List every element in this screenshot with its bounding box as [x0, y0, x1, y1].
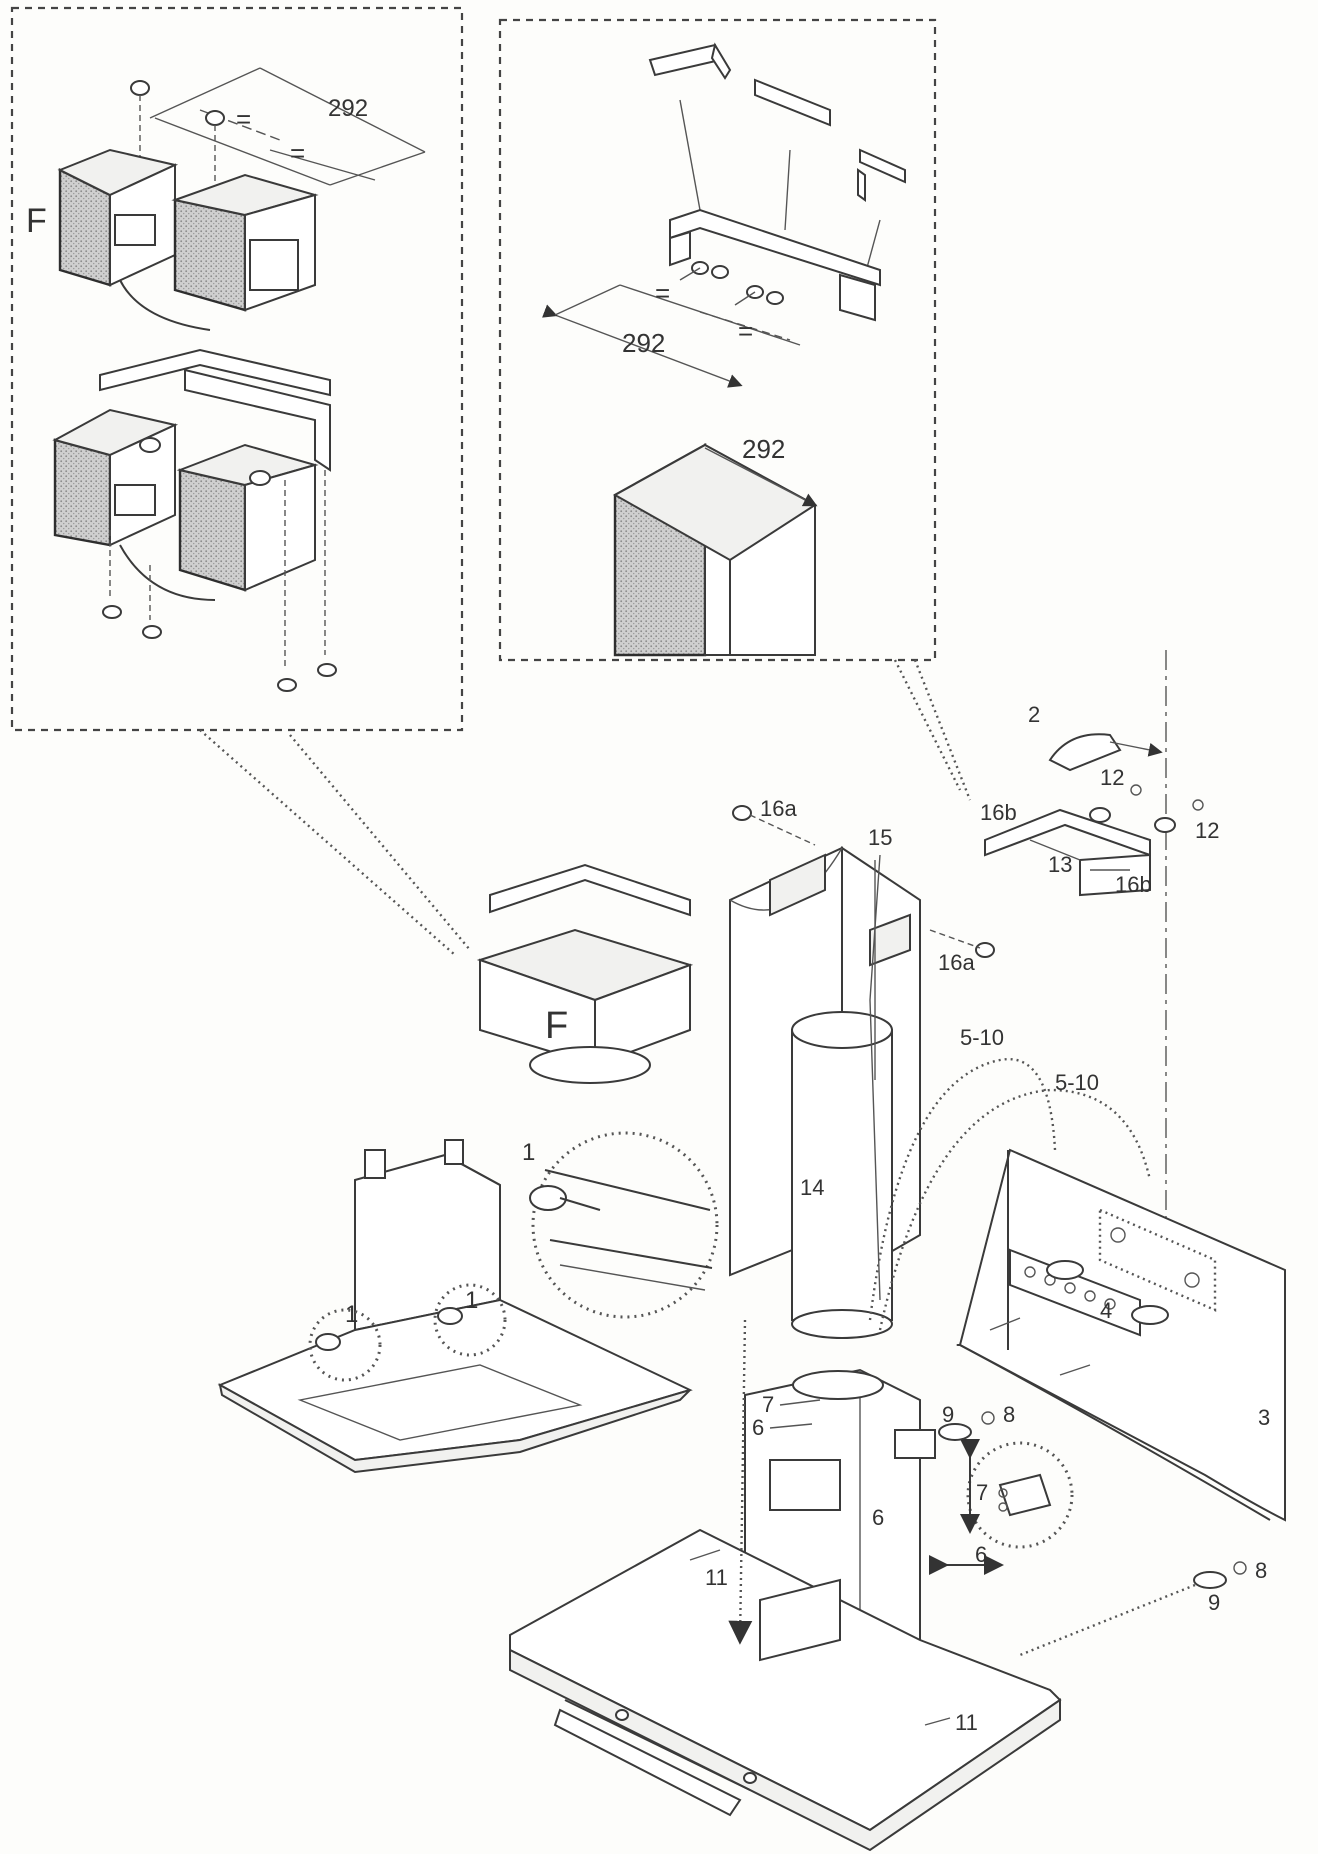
part-3-label: 3 [1258, 1405, 1270, 1430]
part-9-label: 9 [942, 1402, 954, 1427]
bracket-assembled [669, 208, 881, 322]
equal-mark: = [290, 138, 305, 168]
leader-line [199, 729, 456, 956]
zoom-detail-6-7: 7 6 [929, 1439, 1074, 1575]
step-1-label: 1 [522, 1139, 535, 1166]
part-16a-label: 16a [760, 796, 797, 821]
filter-box-upper: F [26, 148, 319, 331]
power-cable [869, 854, 881, 1301]
chimney-section: 292 [612, 434, 818, 657]
part-8-label: 8 [1003, 1402, 1015, 1427]
part-15-label: 15 [868, 825, 892, 850]
part-8-label: 8 [1255, 1558, 1267, 1583]
wall-panel: 4 3 [956, 1148, 1286, 1522]
equal-mark: = [738, 316, 753, 346]
main-hood: 11 11 [509, 1368, 1062, 1852]
screw-icon: 16a 16a [732, 796, 995, 975]
part-13-label: 13 [1048, 852, 1072, 877]
part-16b-label: 16b [1115, 872, 1152, 897]
step-5-10-label: 5-10 [960, 1025, 1004, 1050]
bracket-parts [648, 42, 906, 276]
chimney-detail-panel: 292 = = 292 [498, 18, 937, 662]
screw-icon [130, 80, 225, 190]
part-11-label: 11 [955, 1710, 978, 1735]
part-16b-label: 16b [980, 800, 1017, 825]
assembly-path-5-10: 5-10 5-10 [868, 1025, 1152, 1331]
part-6-label: 6 [872, 1505, 884, 1530]
chimney-upper: 14 [729, 846, 921, 1339]
dimension-292-left: 292 = = [149, 67, 426, 186]
filter-letter-f: F [26, 202, 47, 240]
equal-mark: = [236, 104, 251, 134]
part-12-label: 12 [1100, 765, 1124, 790]
part-9-label: 9 [1208, 1590, 1220, 1615]
zoom-detail-1: 1 [522, 1131, 719, 1319]
leader-line [913, 659, 972, 801]
filter-box-lower [52, 348, 331, 601]
dimension-292-right: 292 = = [542, 278, 801, 388]
dim-292-label: 292 [742, 434, 785, 464]
filter-letter-f: F [545, 1005, 568, 1047]
part-7-label: 7 [976, 1480, 988, 1505]
equal-mark: = [655, 278, 670, 308]
part-4-label: 4 [1100, 1298, 1112, 1323]
dim-292-label: 292 [622, 328, 665, 358]
step-1-label: 1 [345, 1301, 358, 1328]
dim-292-label: 292 [328, 95, 368, 122]
part-6-label: 6 [975, 1542, 987, 1567]
part-14-label: 14 [800, 1175, 824, 1200]
part-16a-label: 16a [938, 950, 975, 975]
motor-connection: 7 6 6 [752, 1392, 936, 1530]
screw-icon [102, 470, 337, 692]
part-11-label: 11 [705, 1565, 728, 1590]
part-7-label: 7 [762, 1392, 774, 1417]
filter-box-f: F [476, 863, 694, 1084]
step-1-label: 1 [465, 1287, 478, 1314]
filter-detail-panel: 292 = = F [10, 6, 464, 732]
leader-line [893, 659, 962, 791]
wall-plug: 9 8 9 8 [938, 1402, 1267, 1657]
step-5-10-label: 5-10 [1055, 1070, 1099, 1095]
step-2-label: 2 [1028, 702, 1040, 727]
wall-bracket: 2 12 12 16b 13 16b [980, 650, 1219, 1225]
hood-with-motor-stops: 1 1 [217, 1139, 693, 1474]
part-12-label: 12 [1195, 818, 1219, 843]
leader-line [289, 734, 471, 951]
part-6-label: 6 [752, 1415, 764, 1440]
